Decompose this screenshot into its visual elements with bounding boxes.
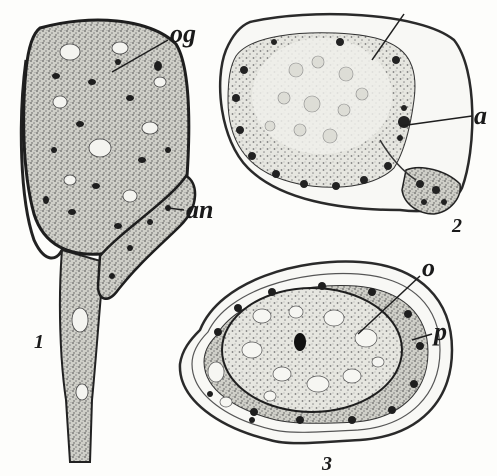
oosphere <box>252 38 392 154</box>
label-p: p <box>432 317 447 346</box>
figure-number-2: 2 <box>451 215 462 237</box>
figure-number-3: 3 <box>321 453 332 475</box>
label-an: an <box>186 195 213 224</box>
nucleus <box>294 333 306 351</box>
label-o: o <box>422 253 435 282</box>
figure-3-oospore: o p 3 <box>180 253 452 475</box>
figure-number-1: 1 <box>34 331 44 353</box>
label-og: og <box>170 19 196 48</box>
figure-2-oogonium-section: a 2 <box>220 14 487 237</box>
label-a: a <box>474 101 487 130</box>
figure-1-oogonium: og an 1 <box>21 19 213 462</box>
